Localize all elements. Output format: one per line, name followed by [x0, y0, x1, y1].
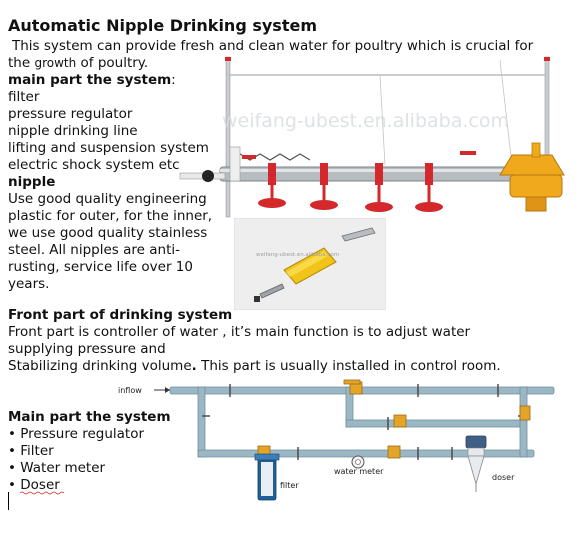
front-part-heading: Front part of drinking system — [8, 307, 233, 323]
watermark-text: weifang-ubest.en.alibaba.com — [256, 252, 339, 258]
bottom-part-item: • Filter — [8, 443, 54, 459]
spellcheck-underline — [20, 491, 64, 495]
front-part-line-1: Front part is controller of water , it’s… — [8, 324, 471, 340]
page-title: Automatic Nipple Drinking system — [8, 16, 317, 35]
main-part-item: filter — [8, 89, 40, 105]
inflow-label: inflow — [118, 386, 142, 395]
main-part-item: lifting and suspension system — [8, 140, 209, 156]
nipple-text-line: we use good quality stainless — [8, 225, 208, 241]
main-part-item: electric shock system etc — [8, 157, 180, 173]
intro-line-2: the growth of poultry. — [8, 55, 149, 71]
nipple-text-line: Use good quality engineering — [8, 191, 207, 207]
filter-label: filter — [280, 481, 299, 490]
bottom-part-item: • Water meter — [8, 460, 106, 476]
nipple-text-line: steel. All nipples are anti- — [8, 242, 180, 258]
nipple-photo: weifang-ubest.en.alibaba.com — [234, 218, 386, 310]
doser-label: doser — [492, 473, 515, 482]
front-part-diagram: inflow filter water me — [118, 379, 555, 501]
nipple-text-line: years. — [8, 276, 50, 292]
front-part-line-3: Stabilizing drinking volume. This part i… — [8, 358, 501, 374]
water-meter-label: water meter — [334, 467, 384, 476]
bottom-part-item: • Doser — [8, 477, 60, 493]
text-cursor — [8, 492, 9, 510]
bottom-parts-heading: Main part the system — [8, 409, 171, 425]
nipple-text-line: plastic for outer, for the inner, — [8, 208, 213, 224]
nipple-text-line: rusting, service life over 10 — [8, 259, 193, 275]
front-part-line-2: supplying pressure and — [8, 341, 166, 357]
main-part-item: nipple drinking line — [8, 123, 138, 139]
watermark-text: weifang-ubest.en.alibaba.com — [222, 110, 509, 132]
nipple-heading: nipple — [8, 174, 56, 190]
main-parts-heading: main part the system: — [8, 72, 176, 88]
main-part-item: pressure regulator — [8, 106, 133, 122]
bottom-part-item: • Pressure regulator — [8, 426, 145, 442]
intro-line-1: This system can provide fresh and clean … — [12, 38, 534, 54]
drinking-line-photo: weifang-ubest.en.alibaba.com — [179, 56, 565, 218]
